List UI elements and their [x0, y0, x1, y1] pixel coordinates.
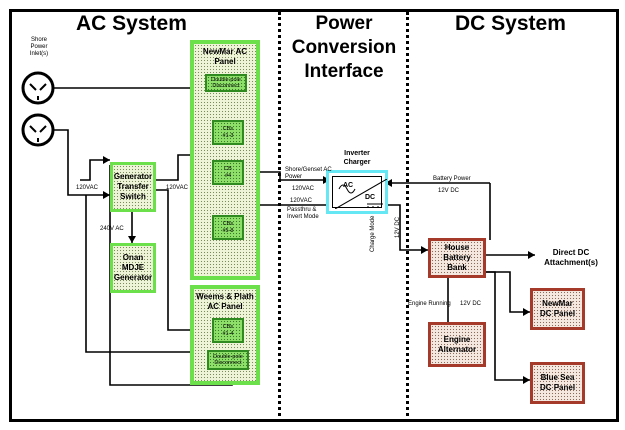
shore-genset-ac-power-label: Shore/Genset AC Power	[285, 167, 332, 180]
inverter-symbol	[335, 179, 387, 209]
newmar-dc-panel-label: NewMar DC Panel	[539, 299, 576, 318]
cb-4-label: CB #4	[224, 166, 232, 179]
cbs-1-3-label: CBs #1-3	[222, 126, 234, 139]
cbs-1-3[interactable]: CBs #1-3	[212, 120, 244, 145]
house-battery-bank-label: House Battery Bank	[443, 243, 471, 272]
weems-disconnect-label: Double-pole Disconnect	[213, 353, 243, 367]
divider-left	[278, 12, 281, 422]
newmar-disconnect-label: Double-pole Disconnect	[211, 76, 241, 90]
shore-genset-120vac-label: 120VAC	[292, 186, 314, 192]
weems-plath-ac-panel-label: Weems & Plath AC Panel	[196, 292, 254, 311]
inverter-ac-label: AC	[343, 182, 354, 189]
battery-power-label: Battery Power	[433, 176, 471, 182]
onan-mdje-generator-label: Onan MDJE Generator	[113, 253, 153, 282]
cbs-5-8[interactable]: CBs #5-8	[212, 215, 244, 240]
engine-12vdc-label: 12V DC	[460, 301, 482, 307]
generator-transfer-switch: Generator Transfer Switch	[110, 162, 156, 212]
weems-cbs-1-4[interactable]: CBs #1-4	[212, 318, 244, 343]
power-conversion-title: Power Conversion Interface	[291, 13, 397, 82]
label-240vac: 240V AC	[100, 226, 124, 232]
engine-alternator-label: Engine Alternator	[437, 334, 477, 354]
label-120vac-left: 120VAC	[76, 185, 98, 191]
cb-4[interactable]: CB #4	[212, 160, 244, 185]
onan-mdje-generator: Onan MDJE Generator	[110, 243, 156, 293]
inverter-dc-label: DC	[365, 194, 376, 201]
label-120vac-right: 120VAC	[166, 185, 188, 191]
inverter-charger-body: AC DC	[332, 176, 387, 209]
shore-power-inlet-label: Shore Power Inlet(s)	[29, 37, 49, 57]
weems-cbs-1-4-label: CBs #1-4	[222, 324, 234, 337]
charge-mode-label: Charge Mode	[370, 215, 376, 252]
ac-system-title: AC System	[76, 12, 187, 35]
battery-12vdc-label: 12V DC	[438, 188, 460, 194]
engine-alternator: Engine Alternator	[428, 322, 486, 367]
newmar-double-pole-disconnect[interactable]: Double-pole Disconnect	[205, 74, 247, 92]
blue-sea-dc-panel-label: Blue Sea DC Panel	[539, 373, 576, 392]
generator-transfer-switch-label: Generator Transfer Switch	[113, 172, 153, 201]
charge-12vdc-label: 12V DC	[395, 216, 401, 238]
inverter-charger-label: Inverter Charger	[343, 150, 371, 166]
direct-dc-attachments-label: Direct DC Attachment(s)	[544, 248, 598, 267]
newmar-ac-panel-label: NewMar AC Panel	[202, 47, 248, 66]
weems-double-pole-disconnect[interactable]: Double-pole Disconnect	[207, 350, 249, 370]
house-battery-bank: House Battery Bank	[428, 238, 486, 278]
blue-sea-dc-panel: Blue Sea DC Panel	[530, 362, 585, 404]
engine-running-label: Engine Running	[408, 301, 451, 307]
passthru-120vac-label: 120VAC	[290, 198, 312, 204]
cbs-5-8-label: CBs #5-8	[222, 221, 234, 234]
divider-right	[406, 12, 409, 422]
passthru-invert-mode-label: Passthru & Invert Mode	[287, 207, 319, 220]
dc-system-title: DC System	[455, 12, 566, 35]
inverter-charger: AC DC	[326, 170, 388, 214]
newmar-dc-panel: NewMar DC Panel	[530, 288, 585, 330]
